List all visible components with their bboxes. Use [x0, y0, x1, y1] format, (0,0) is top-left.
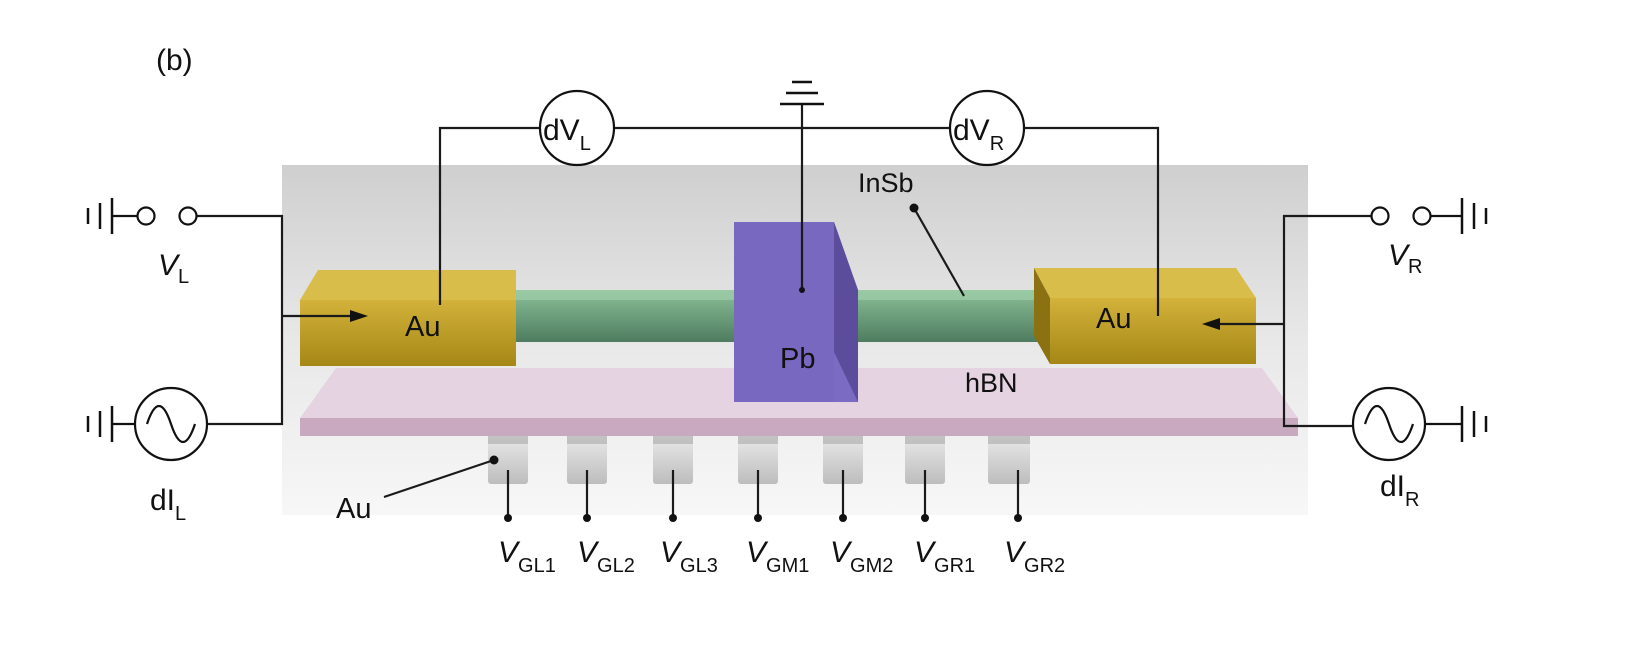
pb-label: Pb	[780, 343, 815, 375]
dv-left-meter: dVL	[538, 89, 616, 167]
svg-text:dVL: dVL	[543, 114, 591, 155]
gate-label: VGR2	[1004, 536, 1065, 577]
hbn-label: hBN	[965, 368, 1018, 398]
vr-label: VR	[1388, 239, 1422, 278]
au-left-label: Au	[405, 311, 440, 343]
panel-label: (b)	[156, 44, 193, 77]
gate-label: VGL2	[577, 536, 635, 577]
gate-leads	[504, 470, 1022, 522]
gate-label: VGM2	[830, 536, 893, 577]
insb-label: InSb	[858, 168, 914, 198]
au-right-label: Au	[1096, 303, 1131, 335]
dir-label: dIR	[1380, 470, 1419, 511]
vl-terminal	[86, 198, 198, 234]
svg-text:dVR: dVR	[953, 114, 1004, 155]
au-contact-left	[300, 270, 516, 366]
au-contact-right	[1034, 268, 1256, 364]
dil-label: dIL	[150, 484, 186, 525]
gate-label: VGM1	[746, 536, 809, 577]
gate-label: VGR1	[914, 536, 975, 577]
dil-source	[86, 386, 209, 462]
gate-electrode	[988, 432, 1030, 484]
dv-right-meter: dVR	[948, 89, 1026, 167]
dir-source	[1351, 386, 1488, 462]
gate-label: VGL3	[660, 536, 718, 577]
vr-terminal	[1370, 198, 1488, 234]
gate-labels: VGL1 VGL2 VGL3 VGM1 VGM2 VGR1 VGR2	[498, 536, 1065, 577]
ground-symbol-top	[780, 80, 824, 106]
gate-label: VGL1	[498, 536, 556, 577]
pb-contact	[734, 222, 858, 402]
vl-label: VL	[158, 249, 189, 288]
au-gate-label: Au	[336, 493, 371, 525]
